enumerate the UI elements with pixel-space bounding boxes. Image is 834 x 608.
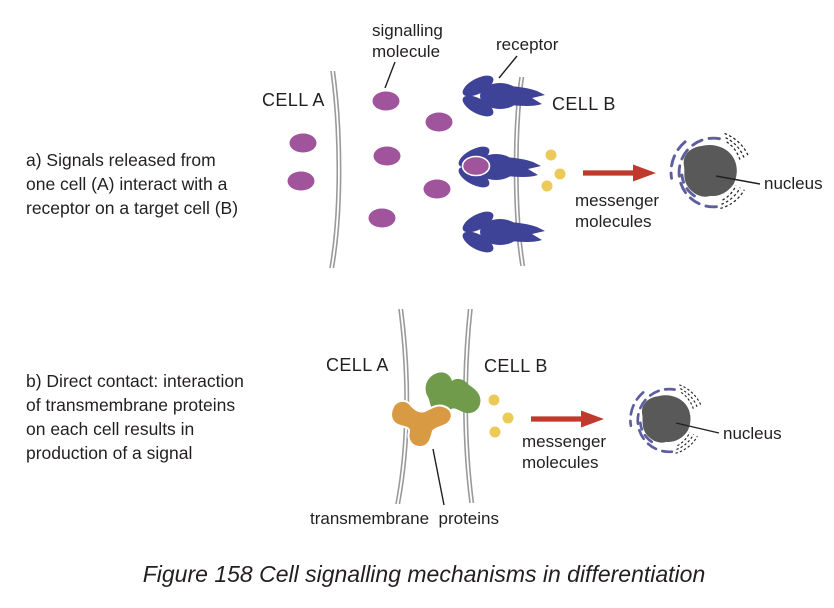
signal-arrow-b	[531, 410, 604, 428]
cell-a-membrane	[329, 70, 342, 269]
signalling-molecule	[287, 171, 315, 191]
pointer-lines	[384, 55, 761, 506]
messenger-molecules-label-b: messenger molecules	[522, 432, 607, 473]
messenger-molecule	[554, 168, 566, 180]
nucleus-label-b: nucleus	[723, 424, 782, 443]
transmembrane-protein-cell-a	[390, 399, 453, 449]
messenger-molecules-b	[488, 394, 514, 438]
signalling-molecule	[372, 91, 400, 111]
bound-signalling-molecule	[461, 155, 491, 177]
messenger-molecule	[545, 149, 557, 161]
messenger-molecule	[502, 412, 514, 424]
section-b-description: b) Direct contact: interaction of transm…	[26, 371, 244, 463]
nucleus-a	[669, 132, 750, 210]
cell-b-label: CELL B	[552, 94, 616, 114]
receptor-label: receptor	[496, 35, 559, 54]
signalling-molecules	[287, 91, 453, 228]
cell-a-label-b: CELL A	[326, 355, 389, 375]
nucleus-b-pointer	[675, 422, 720, 434]
section-a-description: a) Signals released from one cell (A) in…	[26, 150, 239, 218]
receptor-bottom	[459, 207, 545, 257]
transmembrane-proteins-pointer	[432, 448, 445, 506]
cell-a-label: CELL A	[262, 90, 325, 110]
figure-caption: Figure 158 Cell signalling mechanisms in…	[142, 561, 706, 587]
receptor-top	[459, 71, 545, 121]
signalling-molecule	[373, 146, 401, 166]
nucleus-a-pointer	[715, 175, 761, 185]
receptor-pointer	[498, 55, 518, 79]
signalling-molecule	[368, 208, 396, 228]
messenger-molecule	[488, 394, 500, 406]
cell-b-label-b: CELL B	[484, 356, 548, 376]
signalling-molecule	[423, 179, 451, 199]
signal-arrow-a	[583, 164, 656, 182]
messenger-molecule	[489, 426, 501, 438]
messenger-molecule	[541, 180, 553, 192]
messenger-molecules-a	[541, 149, 566, 192]
messenger-molecules-label-a: messenger molecules	[575, 191, 660, 232]
signalling-molecule	[289, 133, 317, 153]
nucleus-label-a: nucleus	[764, 174, 823, 193]
signalling-molecule-label: signalling molecule	[372, 21, 443, 62]
signalling-molecule	[425, 112, 453, 132]
transmembrane-proteins-label: transmembrane proteins	[310, 509, 499, 528]
nucleus-b	[629, 383, 703, 455]
signalling-molecule-pointer	[384, 61, 396, 89]
